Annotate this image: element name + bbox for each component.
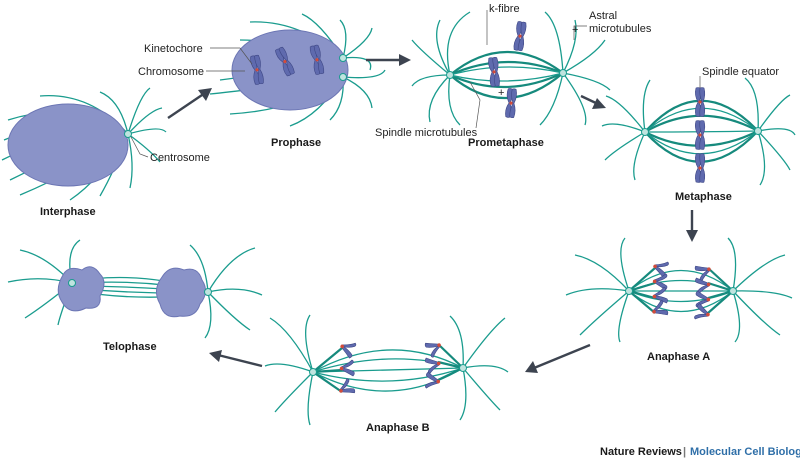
spindle-equator-annotation: Spindle equator bbox=[702, 66, 779, 78]
anaphase-b-astral-microtubules bbox=[264, 314, 509, 426]
telophase-nucleus-right bbox=[156, 267, 206, 318]
astral-leader bbox=[573, 25, 587, 40]
anaphase-b-label: Anaphase B bbox=[366, 422, 430, 434]
cycle-arrows bbox=[167, 54, 698, 373]
spindle-microtubules-annotation: Spindle microtubules bbox=[375, 127, 478, 139]
anaphase-a-centrosome-right bbox=[729, 287, 737, 295]
prometaphase-chromosomes bbox=[487, 20, 528, 119]
telophase-astral-microtubules bbox=[7, 239, 263, 339]
metaphase-centrosome-right bbox=[754, 127, 762, 135]
telophase-centrosome-left bbox=[68, 279, 76, 287]
arrow-anaphase-b-to-telophase bbox=[217, 353, 263, 368]
chromosome-annotation: Chromosome bbox=[138, 66, 204, 78]
astral-annotation-line1: Astral bbox=[589, 10, 617, 22]
astral-annotation-line2: microtubules bbox=[589, 23, 652, 35]
prophase-centrosome-lower bbox=[339, 73, 347, 81]
credit-subject: Molecular Cell Biology bbox=[690, 446, 800, 458]
metaphase-astral-microtubules bbox=[601, 77, 796, 186]
interphase-label: Interphase bbox=[40, 206, 96, 218]
telophase-cell: Telophase bbox=[7, 239, 263, 353]
credit-separator: | bbox=[683, 446, 686, 458]
anaphase-a-cell: Anaphase A bbox=[565, 237, 793, 363]
anaphase-a-spindle bbox=[628, 267, 734, 314]
metaphase-cell: Spindle equator Metaphase bbox=[601, 66, 796, 203]
anaphase-b-spindle bbox=[312, 343, 464, 393]
prometaphase-centrosome-left bbox=[446, 71, 454, 79]
spindle-microtubules-leader bbox=[469, 81, 481, 129]
kinetochore-leader bbox=[210, 47, 253, 65]
prophase-label: Prophase bbox=[271, 137, 321, 149]
k-fibre-annotation: k-fibre bbox=[489, 3, 520, 15]
anaphase-b-centrosome-right bbox=[459, 364, 467, 372]
prometaphase-centrosome-right bbox=[559, 69, 567, 77]
telophase-nucleus-left bbox=[57, 266, 105, 312]
telophase-label: Telophase bbox=[103, 341, 157, 353]
credit-journal: Nature Reviews bbox=[600, 446, 682, 458]
plus-end-marker-1: + bbox=[572, 24, 578, 36]
anaphase-a-astral-microtubules bbox=[565, 237, 793, 343]
anaphase-b-cell: Anaphase B bbox=[264, 314, 509, 434]
journal-credit: Nature Reviews | Molecular Cell Biology bbox=[600, 446, 800, 458]
anaphase-b-centrosome-left bbox=[309, 368, 317, 376]
kinetochore-annotation: Kinetochore bbox=[144, 43, 203, 55]
telophase-centrosome-right bbox=[204, 288, 212, 296]
arrow-interphase-to-prophase bbox=[167, 92, 206, 119]
prometaphase-label: Prometaphase bbox=[468, 137, 544, 149]
centrosome-annotation: Centrosome bbox=[150, 152, 210, 164]
interphase-nucleus bbox=[7, 103, 129, 187]
interphase-centrosome bbox=[124, 130, 132, 138]
anaphase-a-centrosome-left bbox=[625, 287, 633, 295]
interphase-cell: Centrosome Interphase bbox=[1, 87, 210, 218]
prometaphase-spindle bbox=[449, 50, 564, 100]
prophase-cell: Kinetochore Chromosome Prophase bbox=[138, 13, 386, 149]
anaphase-a-label: Anaphase A bbox=[647, 351, 710, 363]
plus-end-marker-2: + bbox=[498, 87, 504, 99]
prometaphase-cell: k-fibre Astral microtubules + + Spindle … bbox=[375, 3, 652, 149]
prometaphase-astral-microtubules bbox=[411, 11, 611, 126]
centrosome-leader bbox=[130, 136, 149, 158]
anaphase-b-chromatids bbox=[335, 337, 445, 399]
arrow-anaphase-a-to-anaphase-b bbox=[533, 343, 591, 370]
metaphase-label: Metaphase bbox=[675, 191, 732, 203]
metaphase-centrosome-left bbox=[641, 128, 649, 136]
prophase-centrosome-upper bbox=[339, 54, 347, 62]
